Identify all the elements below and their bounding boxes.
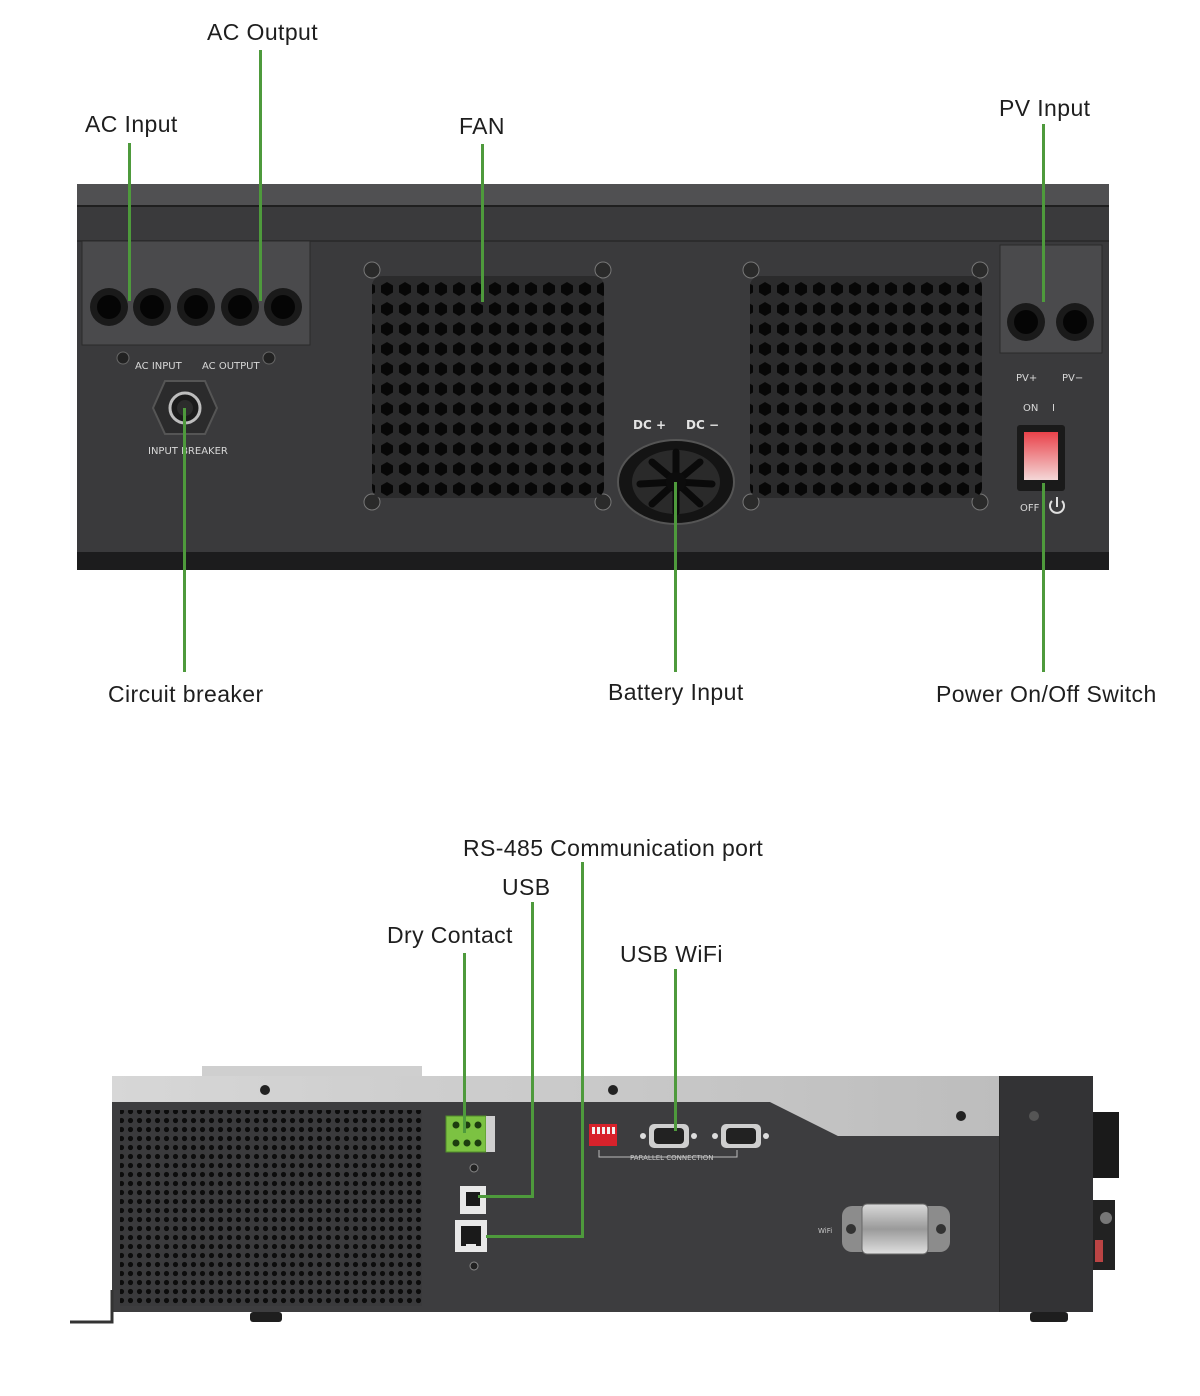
callout-usb-wifi: USB WiFi: [620, 941, 723, 967]
leader-usb-vertical: [531, 902, 534, 1198]
callout-ac-output: AC Output: [207, 19, 318, 45]
callout-power-switch: Power On/Off Switch: [936, 681, 1157, 707]
wifi-module: [842, 1203, 950, 1255]
leader-usb-wifi: [674, 969, 677, 1131]
leader-ac-output: [259, 50, 262, 301]
side-view: PARALLEL CONNECTION WiFi: [70, 1066, 1119, 1324]
leader-power-switch: [1042, 483, 1045, 672]
leader-ac-input: [128, 143, 131, 301]
leader-usb-horizontal: [478, 1195, 534, 1198]
off-label: OFF: [1020, 503, 1040, 514]
battery-input-port: [617, 439, 735, 525]
callout-rs485: RS-485 Communication port: [463, 835, 764, 861]
parallel-connection-label: PARALLEL CONNECTION: [630, 1154, 714, 1162]
side-top-panel: [112, 1076, 1000, 1136]
leader-rs485-vertical: [581, 862, 584, 1238]
dip-switch: [589, 1124, 617, 1146]
callout-pv-input: PV Input: [999, 95, 1091, 121]
callout-ac-input: AC Input: [85, 111, 178, 137]
wifi-panel-label: WiFi: [818, 1227, 832, 1235]
leader-circuit-breaker: [183, 408, 186, 672]
pv-plus-label: PV+: [1016, 373, 1037, 384]
ac-input-panel-label: AC INPUT: [135, 361, 183, 372]
dry-contact-terminal: [445, 1115, 495, 1153]
ac-output-panel-label: AC OUTPUT: [202, 361, 260, 372]
side-top-handle: [202, 1066, 422, 1078]
callout-fan: FAN: [459, 113, 505, 139]
power-switch: [1017, 425, 1065, 491]
front-base-strip: [77, 552, 1109, 570]
side-vent-grille: [120, 1110, 422, 1306]
on-symbol-label: I: [1052, 403, 1055, 414]
pv-minus-label: PV−: [1062, 373, 1083, 384]
power-icon: [1049, 497, 1065, 514]
leader-battery-input: [674, 482, 677, 672]
leader-dry-contact: [463, 953, 466, 1133]
dc-minus-label: DC −: [686, 418, 719, 432]
front-top-rim: [77, 184, 1109, 206]
callout-dry-contact: Dry Contact: [387, 922, 513, 948]
leader-rs485-horizontal: [486, 1235, 584, 1238]
fan-grille-left: [363, 261, 612, 511]
fan-grille-right: [742, 261, 989, 511]
callout-battery-input: Battery Input: [608, 679, 744, 705]
leader-pv-input: [1042, 124, 1045, 302]
input-breaker-panel-label: INPUT BREAKER: [148, 446, 228, 457]
dc-plus-label: DC +: [633, 418, 666, 432]
callout-usb: USB: [502, 874, 551, 900]
parallel-port-1: [640, 1124, 697, 1148]
ac-terminals: [90, 288, 302, 326]
rs485-port: [455, 1220, 487, 1252]
parallel-port-2: [712, 1124, 769, 1148]
on-label: ON: [1023, 403, 1038, 414]
front-view: AC INPUT AC OUTPUT INPUT BREAKER: [77, 184, 1109, 570]
usb-port: [460, 1186, 486, 1214]
callout-circuit-breaker: Circuit breaker: [108, 681, 264, 707]
leader-fan: [481, 144, 484, 302]
